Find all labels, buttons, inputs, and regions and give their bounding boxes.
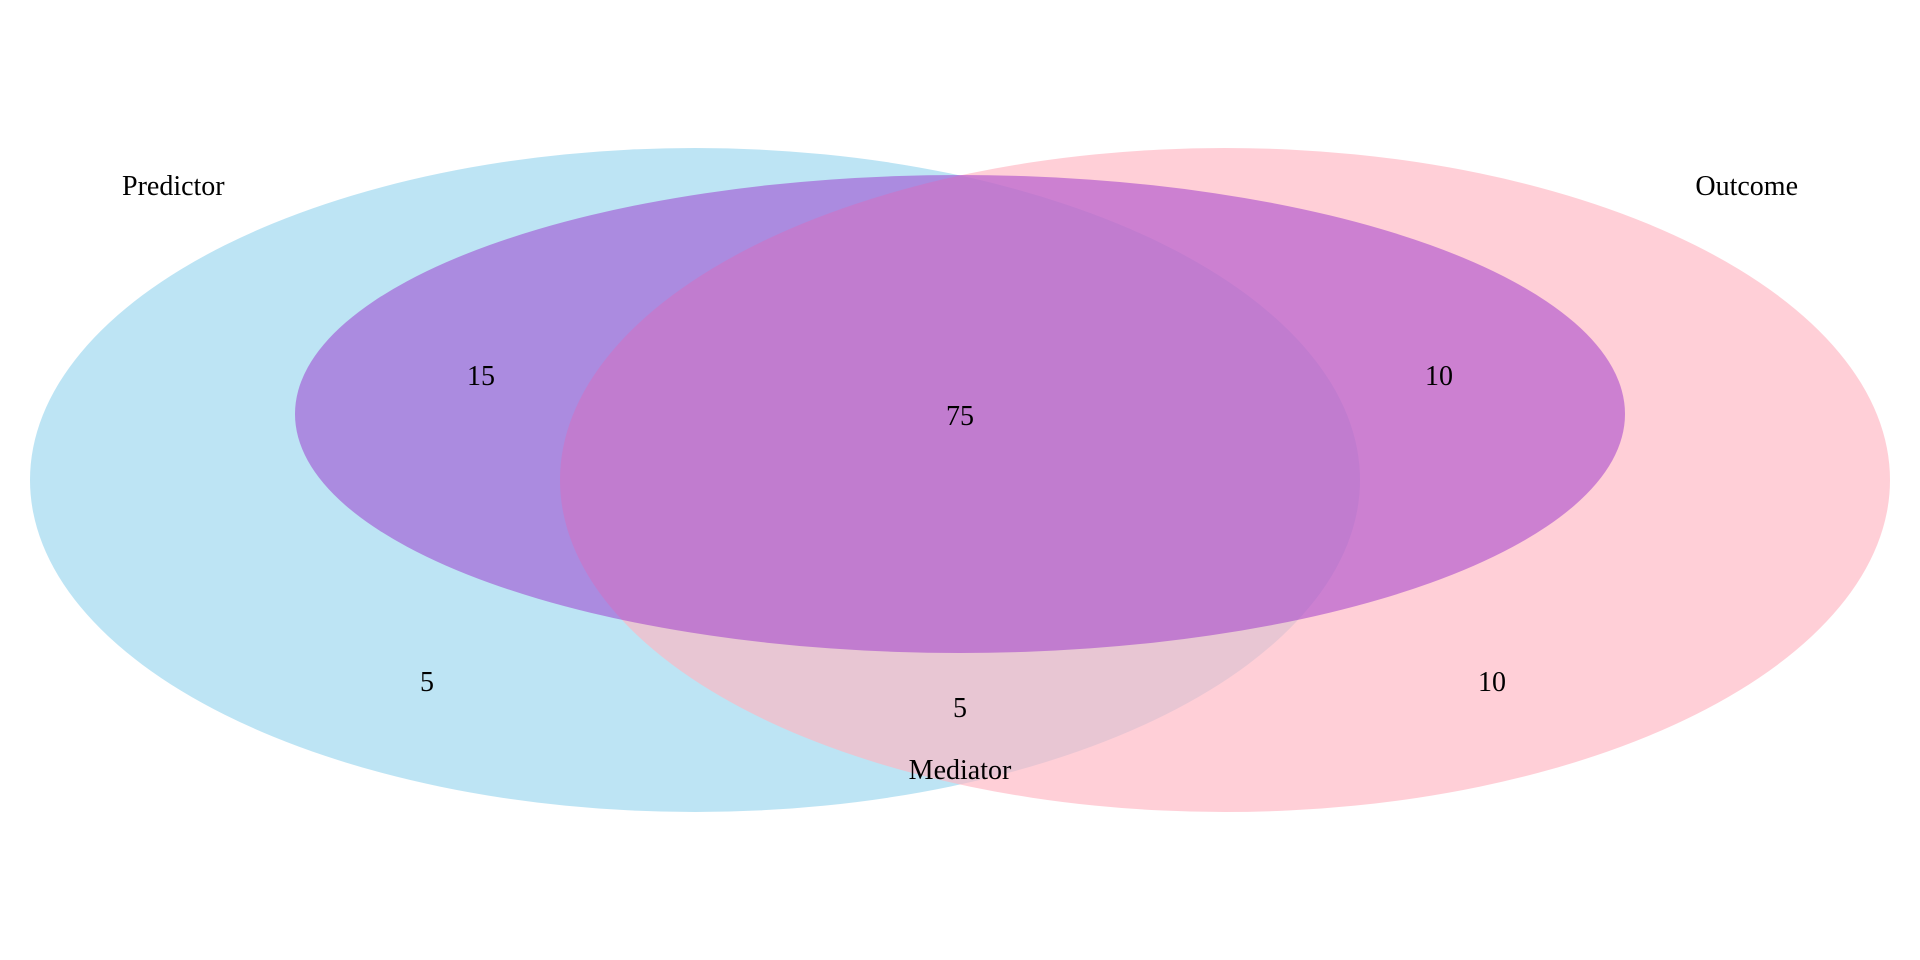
region-value-predictor-mediator: 15 [467, 361, 495, 392]
region-value-predictor-outcome: 5 [953, 693, 967, 724]
outcome-set-label: Outcome [1695, 171, 1798, 202]
region-value-outcome-mediator: 10 [1425, 361, 1453, 392]
region-value-outcome-only: 10 [1478, 667, 1506, 698]
mediator-set-ellipse [295, 175, 1625, 653]
predictor-set-label: Predictor [122, 171, 225, 202]
region-value-predictor-only: 5 [420, 667, 434, 698]
mediator-set-label: Mediator [909, 755, 1012, 786]
region-value-all-three: 75 [946, 401, 974, 432]
